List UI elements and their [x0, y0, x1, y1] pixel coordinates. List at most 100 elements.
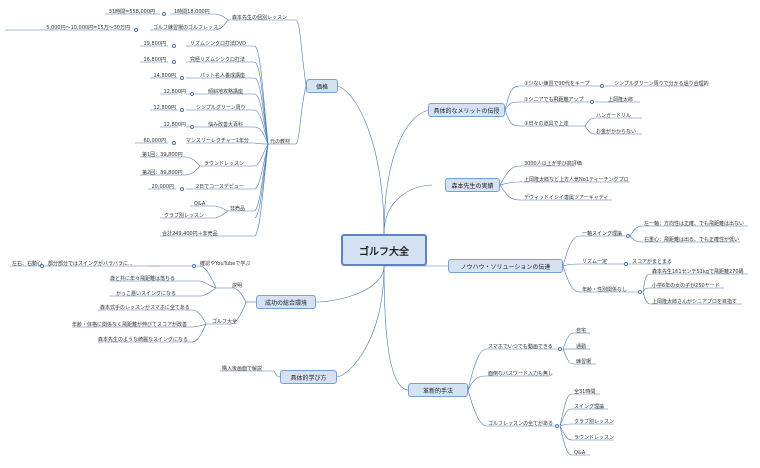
branch-innovation[interactable]: 革新的手法 — [408, 383, 468, 397]
collapse-dot[interactable] — [558, 347, 562, 351]
material-price: 12,800円 — [163, 89, 187, 95]
collapse-dot[interactable] — [190, 92, 194, 96]
material-price: 14,800円 — [153, 73, 177, 79]
collapse-dot[interactable] — [600, 84, 604, 88]
innovation-password: 面倒なパスワード入力も無し — [488, 371, 554, 377]
collapse-dot[interactable] — [134, 28, 138, 32]
environment-taizen-item: 森本先生のような綺麗なスイングになる — [98, 337, 189, 343]
merit-item: ②シニアでも飛距離アップ — [524, 97, 584, 103]
collapse-dot[interactable] — [180, 187, 184, 191]
collapse-dot[interactable] — [555, 424, 559, 428]
environment-bubun: 部分部分ではスイングがバラバラに... — [48, 261, 133, 267]
achievement-item: デヴィッドイシイ専属ツアーキャディ — [524, 195, 609, 201]
environment-sayuu: 左右、右動心 — [12, 261, 43, 267]
material-name: 傾斜地攻略講座 — [208, 89, 244, 95]
collapse-dot[interactable] — [638, 290, 642, 294]
merit-sub: お金がかからない — [596, 129, 637, 135]
collapse-dot[interactable] — [190, 125, 194, 129]
branch-merit[interactable]: 具体的なメリットの伝授 — [428, 103, 505, 117]
innovation-smartphone-item: 自宅 — [576, 328, 587, 334]
collapse-dot[interactable] — [162, 12, 166, 16]
environment-taizen-item: 年齢・体格に関係なく飛距離が伸びてスコアが改善 — [72, 322, 188, 328]
material-name: ラウンドレッスン — [204, 161, 245, 167]
learn-item: 購入後画面で解説 — [222, 366, 263, 372]
collapse-dot[interactable] — [172, 44, 176, 48]
materials-title: 元の教材 — [270, 139, 291, 145]
material-price: 12,800円 — [153, 105, 177, 111]
collapse-dot[interactable] — [172, 141, 176, 145]
innovation-smartphone-item: 通勤 — [576, 344, 587, 350]
material-price: Q&A — [194, 201, 206, 207]
lesson-item1-left: 31時間=558,000円 — [108, 9, 155, 15]
link-merit — [383, 109, 433, 235]
collapse-dot[interactable] — [590, 100, 594, 104]
environment-item: 確認やYouTubeで学ぶ — [200, 261, 251, 267]
material-price: 19,800円 — [143, 41, 167, 47]
merit-item: ①少ない練習で90代をキープ — [524, 81, 590, 87]
collapse-dot[interactable] — [172, 60, 176, 64]
innovation-lessons: ゴルフレッスンの全てがある — [488, 421, 554, 427]
branch-environment[interactable]: 成功の総合環境 — [256, 295, 316, 309]
merit-sub: 上岡隆太郎 — [608, 97, 634, 103]
collapse-dot[interactable] — [180, 108, 184, 112]
collapse-dot[interactable] — [180, 76, 184, 80]
collapse-dot[interactable] — [40, 264, 44, 268]
material-price: 12,800円 — [163, 122, 187, 128]
material-price: 60,000円 — [143, 138, 167, 144]
material-name: 2日でコースデビュー — [196, 184, 244, 190]
innovation-lesson-item: 全31時間 — [574, 389, 596, 395]
link-environment — [315, 265, 385, 303]
link-learn — [336, 265, 385, 378]
innovation-smartphone: スマホでいつでも動画できる — [488, 344, 553, 350]
achievement-item: 3000人以上が学び高評価 — [524, 161, 582, 167]
knowhow-age-item: 森本先生161センチ51kgで飛距離270碼 — [652, 269, 744, 275]
collapse-dot[interactable] — [626, 234, 630, 238]
environment-taizen-item: 森本式手のレッスンがスマホに全てある — [100, 305, 190, 311]
branch-learn[interactable]: 具体的学び方 — [280, 370, 337, 384]
knowhow-age: 年齢・性別関係なし — [582, 287, 628, 293]
achievement-item: 上岡隆太郎など上方人気No1ティーチングプロ — [524, 177, 629, 183]
branch-price[interactable]: 価格 — [306, 79, 338, 93]
taizen-label: ゴルフ大全 — [212, 319, 238, 325]
collapse-dot[interactable] — [624, 262, 628, 266]
merit-sub: ハンガードリル — [596, 113, 632, 119]
branch-knowhow[interactable]: ノウハウ・ソリューションの伝達 — [448, 259, 563, 273]
merit-item: ③日々の道具で上達 — [524, 121, 569, 127]
lesson-item2-left: 5,000円〜10,000円=15万〜30万円 — [46, 25, 130, 31]
innovation-lesson-item: Q&A — [574, 450, 586, 456]
lesson-title: 森本先生の個別レッスン — [232, 15, 288, 21]
innovation-smartphone-item: 練習場 — [576, 359, 592, 365]
material-price: 第1回：39,800円 — [142, 152, 183, 158]
knowhow-age-item: 上岡隆太郎さんがシニアプロを目指す — [652, 299, 738, 305]
material-name: 非売品 — [230, 206, 246, 212]
material-name: パット名人養成講座 — [200, 73, 246, 79]
knowhow-age-item: 小学6年の女の子が250ヤード — [652, 283, 720, 289]
material-price: クラブ別レッスン — [164, 213, 205, 219]
environment-item: かっこ悪いスイングになる — [116, 291, 177, 297]
branch-achievements[interactable]: 森本先生の実績 — [445, 178, 500, 192]
innovation-lesson-item: クラブ別レッスン — [574, 419, 615, 425]
material-name: シンプルグリーン周り — [196, 105, 246, 111]
knowhow-swing-item: 右重心：飛距離は出る、でも正確性が低い — [644, 237, 740, 243]
material-name: 悩み改善大百科 — [208, 122, 244, 128]
material-name: リズムシンクロ打法DVD — [190, 41, 247, 47]
knowhow-swing-item: 左一軸：方向性は正確、でも飛距離は出ない — [644, 221, 745, 227]
lesson-item1-right: 1時間18,000円 — [174, 9, 210, 15]
innovation-lesson-item: スイング理論 — [574, 404, 605, 410]
material-total: 合計249,400円＋非売品 — [162, 231, 218, 237]
knowhow-rhythm-item: スコアがまとまる — [632, 259, 673, 265]
environment-item: 歳と共に年々飛距離は落ちる — [110, 276, 176, 282]
knowhow-swing: 一軸スイング理論 — [582, 231, 623, 237]
innovation-lesson-item: ラウンドレッスン — [574, 435, 615, 441]
material-price: 16,800円 — [143, 57, 167, 63]
collapse-dot[interactable] — [192, 264, 196, 268]
central-topic[interactable]: ゴルフ大全 — [341, 234, 427, 266]
setsumei-label: 説明 — [232, 283, 243, 289]
link-price — [337, 85, 385, 235]
material-price: 第2回：39,800円 — [142, 170, 183, 176]
link-innovation — [383, 265, 409, 391]
knowhow-rhythm: リズム一定 — [582, 259, 608, 265]
link-achievements — [383, 184, 433, 235]
material-price: 20,000円 — [151, 184, 175, 190]
